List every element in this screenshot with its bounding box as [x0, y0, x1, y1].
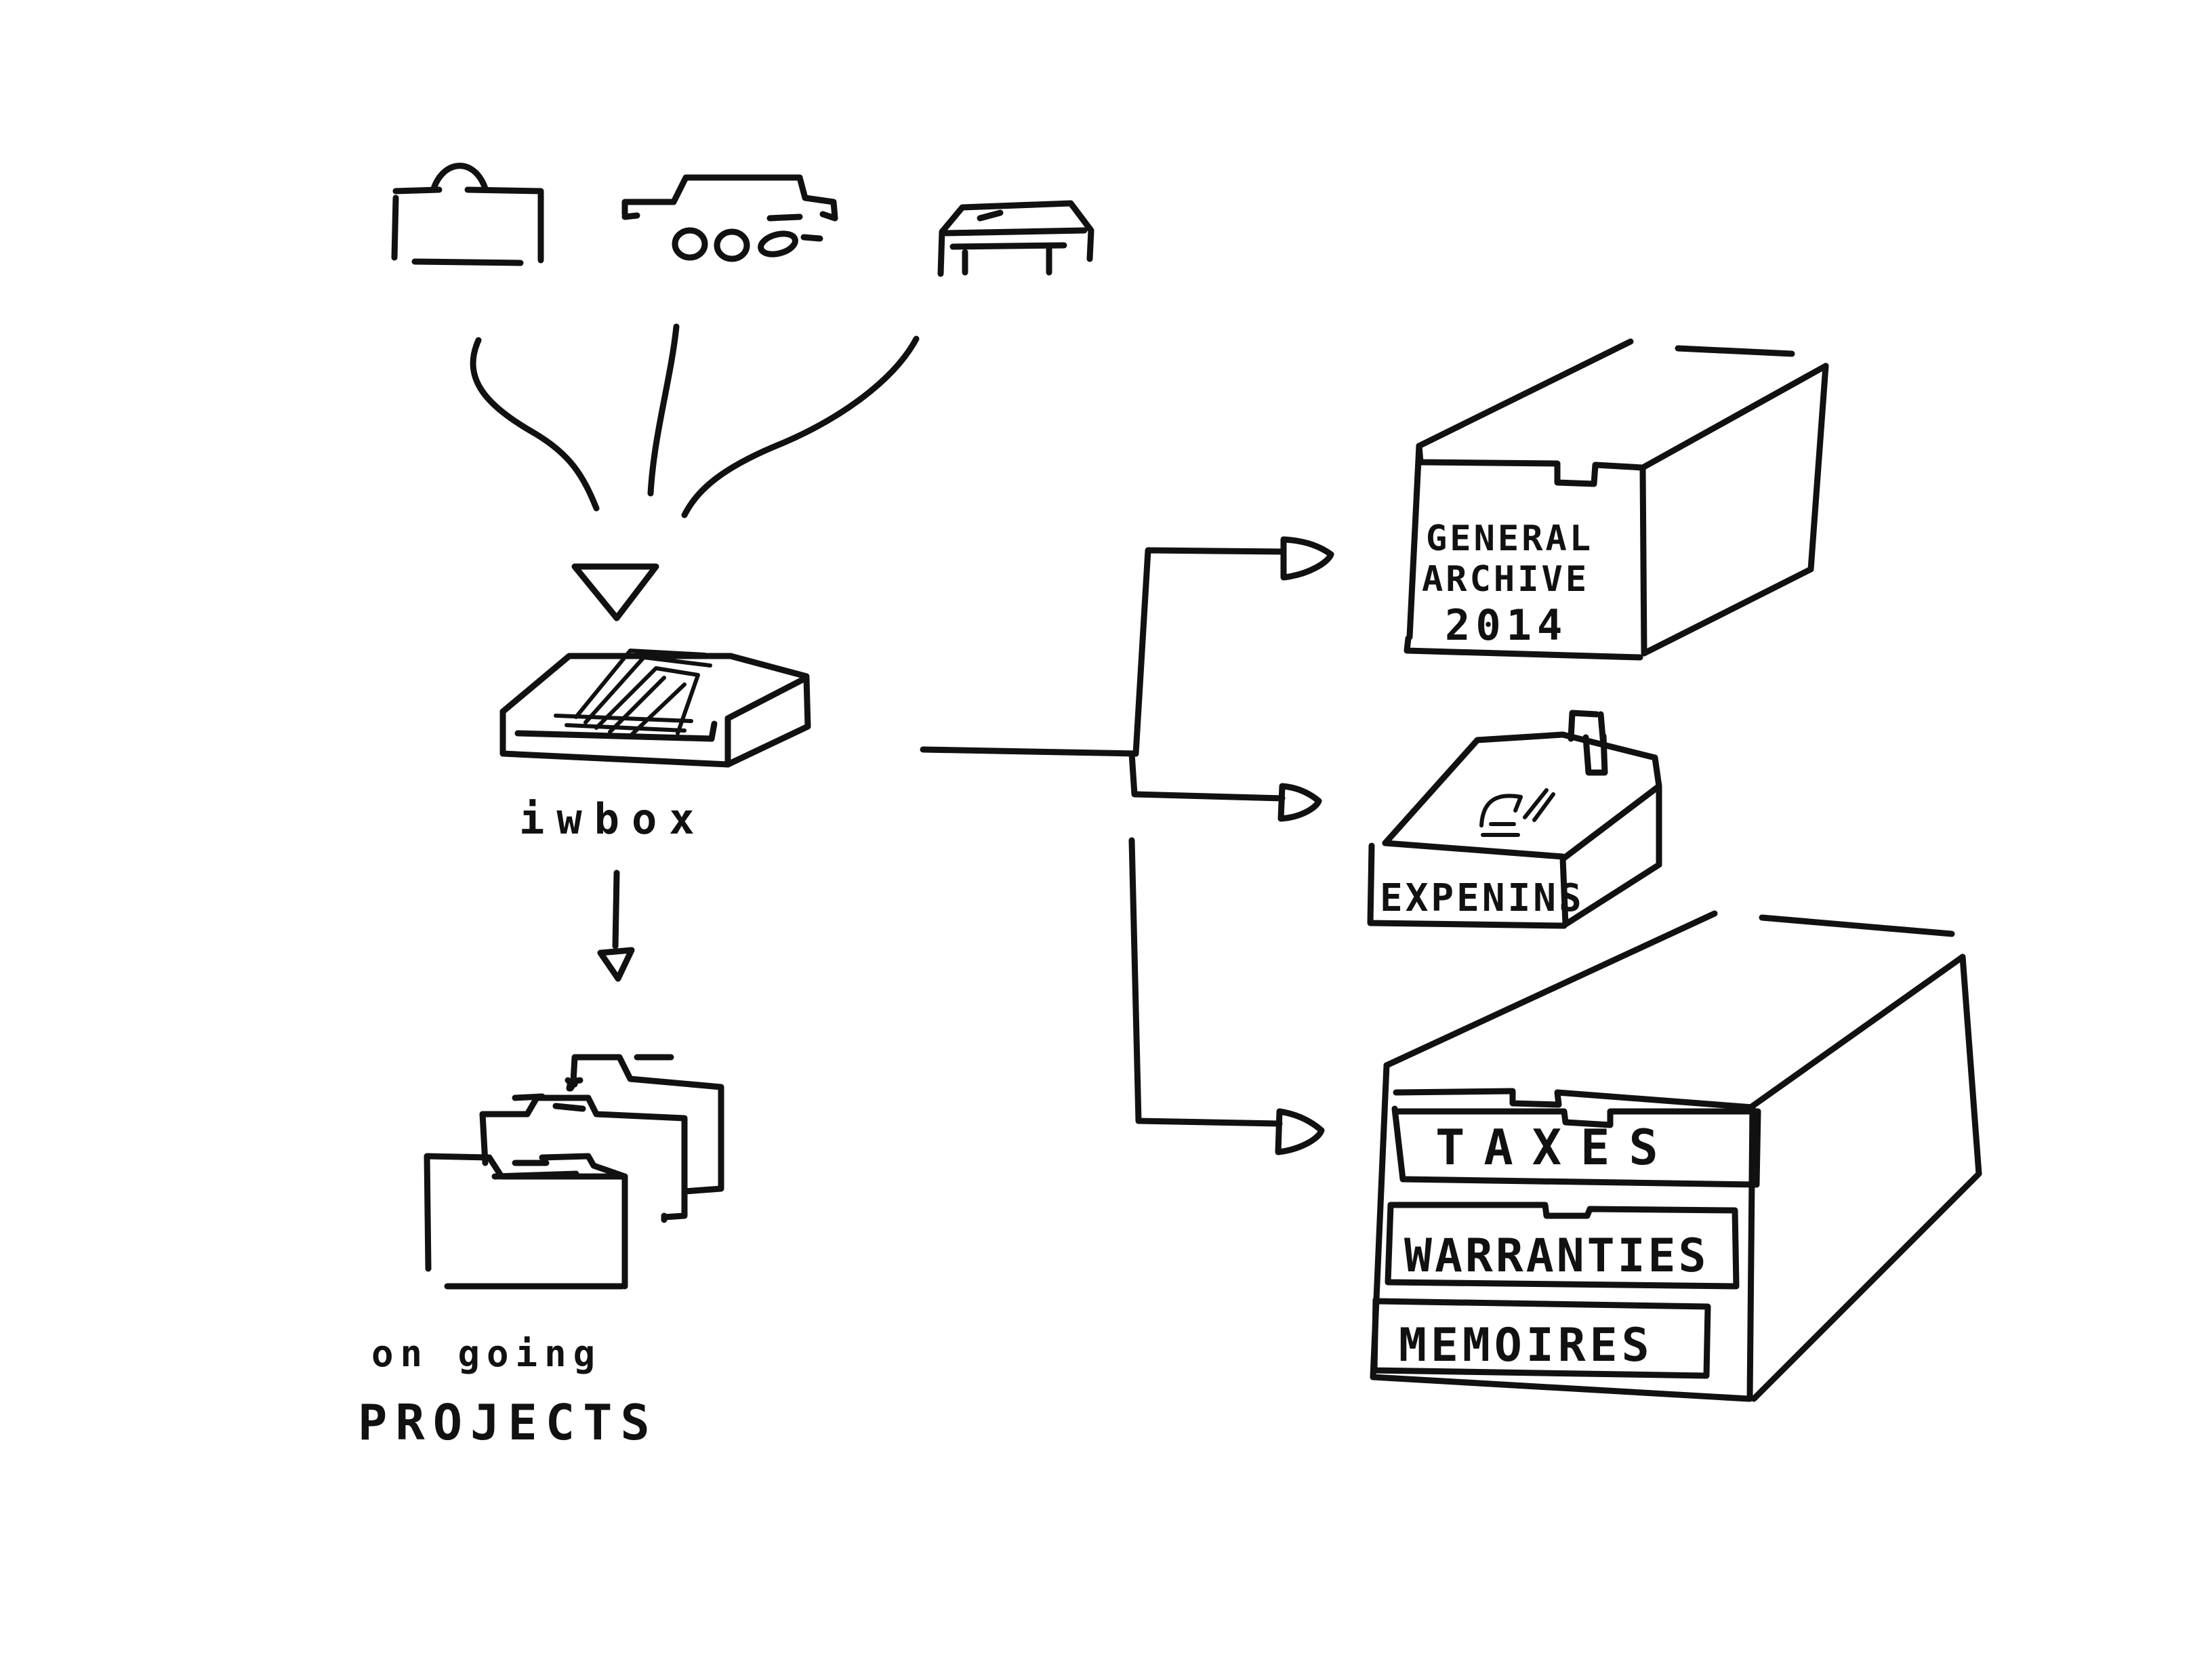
arrow-to-expenses [1277, 783, 1322, 822]
archive-label-line2: ARCHIVE [1422, 559, 1589, 600]
desk-icon [937, 200, 1094, 277]
converging-lines [470, 323, 920, 518]
drawer-label-taxes: TAXES [1435, 1119, 1677, 1176]
inbox-label: iwbox [519, 794, 707, 844]
archive-label-line1: GENERAL [1426, 518, 1593, 559]
expenses-label: EXPENINS [1380, 876, 1584, 920]
arrow-to-cabinet [1275, 1108, 1325, 1155]
drawer-label-warranties: WARRANTIES [1404, 1229, 1708, 1283]
drawer-taxes [1391, 1105, 1761, 1188]
funnel-triangle [571, 563, 659, 621]
arrow-to-archive [1280, 536, 1334, 581]
car-icon [621, 174, 838, 262]
archive-box-icon [1404, 338, 1829, 661]
expenses-box-icon [1367, 710, 1662, 929]
archive-label-line3: 2014 [1445, 600, 1568, 650]
projects-label-line1: on going [371, 1332, 602, 1375]
inbox-tray-icon [499, 649, 811, 768]
drawer-label-memoires: MEMOIRES [1399, 1319, 1654, 1372]
briefcase-icon [391, 163, 544, 266]
drawer-warranties [1385, 1202, 1740, 1290]
drawer-memoires [1371, 1296, 1711, 1379]
branch-connector [920, 547, 1287, 1127]
project-folders-icon [424, 1054, 724, 1290]
projects-label-line2: PROJECTS [358, 1394, 658, 1451]
arrow-to-projects [597, 869, 635, 982]
